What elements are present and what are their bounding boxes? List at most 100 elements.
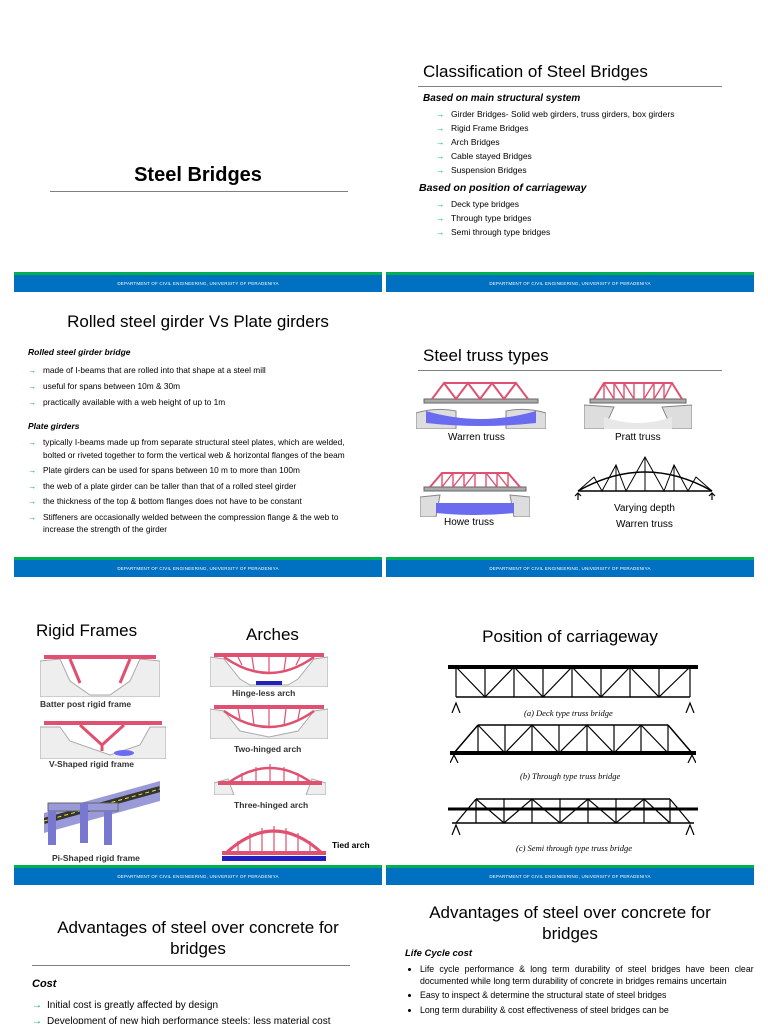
footer-band: DEPARTMENT OF CIVIL ENGINEERING, UNIVERS… <box>14 557 382 577</box>
rigid-frames-title: Rigid Frames <box>36 621 138 640</box>
list-item: Easy to inspect & determine the structur… <box>420 990 754 1002</box>
title-line2: bridges <box>542 924 598 943</box>
list-item: Cable stayed Bridges <box>436 149 674 163</box>
deck-type-truss-figure <box>448 665 698 713</box>
list-item: Semi through type bridges <box>436 225 550 239</box>
section-heading: Life Cycle cost <box>405 948 473 959</box>
slide-title: Classification of Steel Bridges <box>423 62 648 81</box>
howe-truss-figure <box>420 472 530 517</box>
section-heading: Based on main structural system <box>423 93 581 104</box>
slide-truss-types: Steel truss types Warren truss Pratt tru… <box>386 303 754 577</box>
semi-through-caption: (c) Semi through type truss bridge <box>516 841 666 859</box>
list-item: Initial cost is greatly affected by desi… <box>32 998 372 1014</box>
pratt-truss-caption: Pratt truss <box>615 432 661 443</box>
howe-truss-caption: Howe truss <box>444 517 495 528</box>
semi-through-truss-figure <box>448 798 698 836</box>
life-cycle-list: Life cycle performance & long term durab… <box>400 964 754 1016</box>
list-item: typically I-beams made up from separate … <box>28 436 368 461</box>
list-item: practically available with a web height … <box>28 394 368 410</box>
varying-depth-caption-line2: Warren truss <box>616 519 673 530</box>
pi-shaped-caption: Pi-Shaped rigid frame <box>52 853 140 863</box>
title-line1: Advantages of steel over concrete for <box>429 903 711 922</box>
svg-text:(b) Through type truss bridge: (b) Through type truss bridge <box>520 771 620 781</box>
list-item: made of I-beams that are rolled into tha… <box>28 362 368 378</box>
tied-arch-caption: Tied arch <box>332 840 370 850</box>
list-item: useful for spans between 10m & 30m <box>28 378 368 394</box>
footer-band: DEPARTMENT OF CIVIL ENGINEERING, UNIVERS… <box>14 272 382 292</box>
title-underline <box>32 965 350 966</box>
footer-text: DEPARTMENT OF CIVIL ENGINEERING, UNIVERS… <box>117 281 279 286</box>
slide-title: Advantages of steel over concrete for br… <box>14 917 382 959</box>
list-item: Suspension Bridges <box>436 163 674 177</box>
list-item: Life cycle performance & long term durab… <box>420 964 754 987</box>
footer-text: DEPARTMENT OF CIVIL ENGINEERING, UNIVERS… <box>489 566 651 571</box>
v-shaped-frame-figure <box>40 721 166 759</box>
warren-truss-figure <box>416 381 546 429</box>
title-underline <box>50 191 348 192</box>
list-item: Stiffeners are occasionally welded betwe… <box>28 511 368 536</box>
list-item: the web of a plate girder can be taller … <box>28 480 368 493</box>
list-item: Girder Bridges- Solid web girders, truss… <box>436 107 674 121</box>
footer-band: DEPARTMENT OF CIVIL ENGINEERING, UNIVERS… <box>386 865 754 885</box>
through-type-caption: (b) Through type truss bridge <box>520 769 660 787</box>
three-hinged-arch-figure <box>214 764 326 795</box>
section-heading: Based on position of carriageway <box>419 182 587 194</box>
svg-text:(a) Deck type truss bridge: (a) Deck type truss bridge <box>524 708 613 718</box>
footer-band: DEPARTMENT OF CIVIL ENGINEERING, UNIVERS… <box>14 865 382 885</box>
slide-rolled-vs-plate: Rolled steel girder Vs Plate girders Rol… <box>14 303 382 577</box>
arches-title: Arches <box>246 625 299 644</box>
list-item: Plate girders can be used for spans betw… <box>28 464 368 477</box>
varying-depth-caption-line1: Varying depth <box>614 503 675 514</box>
slide-classification: Classification of Steel Bridges Based on… <box>386 40 754 292</box>
title-line1: Advantages of steel over concrete for <box>57 918 339 937</box>
list-item: Arch Bridges <box>436 135 674 149</box>
title-underline <box>418 370 722 371</box>
two-hinged-arch-figure <box>210 705 328 739</box>
structural-system-list: Girder Bridges- Solid web girders, truss… <box>436 107 674 177</box>
through-type-caption-text: (b) Through type truss bridge <box>520 771 620 781</box>
cost-list: Initial cost is greatly affected by desi… <box>32 998 372 1024</box>
through-type-truss-figure <box>450 724 696 763</box>
semi-through-caption-text: (c) Semi through type truss bridge <box>516 843 632 853</box>
slide-title: Rolled steel girder Vs Plate girders <box>67 312 329 331</box>
footer-text: DEPARTMENT OF CIVIL ENGINEERING, UNIVERS… <box>117 874 279 879</box>
title-line2: bridges <box>170 939 226 958</box>
slide-rigid-frames-arches: Rigid Frames Arches Batter post rigid fr… <box>14 597 382 885</box>
v-shaped-caption: V-Shaped rigid frame <box>49 759 135 769</box>
svg-text:(c) Semi through type truss br: (c) Semi through type truss bridge <box>516 843 632 853</box>
hingeless-arch-figure <box>210 653 328 687</box>
list-item: Deck type bridges <box>436 197 550 211</box>
list-item: Rigid Frame Bridges <box>436 121 674 135</box>
slide-title: Position of carriageway <box>482 627 658 646</box>
varying-depth-truss-figure <box>574 455 716 500</box>
slide-advantages-cost: Advantages of steel over concrete for br… <box>14 896 382 1024</box>
footer-band: DEPARTMENT OF CIVIL ENGINEERING, UNIVERS… <box>386 557 754 577</box>
three-hinged-arch-caption: Three-hinged arch <box>234 800 309 810</box>
list-item: Long term durability & cost effectivenes… <box>420 1005 754 1017</box>
slide-title: Steel Bridges <box>134 164 262 186</box>
slide-position-carriageway: Position of carriageway (a) Deck type tr… <box>386 597 754 885</box>
pratt-truss-figure <box>584 382 692 429</box>
deck-type-caption-text: (a) Deck type truss bridge <box>524 708 613 718</box>
carriageway-list: Deck type bridges Through type bridges S… <box>436 197 550 239</box>
deck-type-caption: (a) Deck type truss bridge <box>524 706 654 724</box>
footer-text: DEPARTMENT OF CIVIL ENGINEERING, UNIVERS… <box>489 281 651 286</box>
title-underline <box>418 86 722 87</box>
tied-arch-figure <box>222 826 326 861</box>
plate-girder-list: typically I-beams made up from separate … <box>28 436 368 536</box>
section-heading: Plate girders <box>28 421 80 431</box>
batter-post-caption: Batter post rigid frame <box>40 699 132 709</box>
slide-title: Steel truss types <box>423 346 549 365</box>
slide-title: Advantages of steel over concrete for br… <box>386 902 754 944</box>
slide-steel-bridges: Steel Bridges DEPARTMENT OF CIVIL ENGINE… <box>14 40 382 292</box>
footer-band: DEPARTMENT OF CIVIL ENGINEERING, UNIVERS… <box>386 272 754 292</box>
footer-text: DEPARTMENT OF CIVIL ENGINEERING, UNIVERS… <box>489 874 651 879</box>
list-item: Development of new high performance stee… <box>32 1014 372 1024</box>
warren-truss-caption: Warren truss <box>448 432 505 443</box>
rolled-girder-list: made of I-beams that are rolled into tha… <box>28 362 368 410</box>
hingeless-arch-caption: Hinge-less arch <box>232 688 296 698</box>
two-hinged-arch-caption: Two-hinged arch <box>234 744 302 754</box>
batter-post-frame-figure <box>40 655 160 697</box>
pi-shaped-frame-figure <box>44 781 160 845</box>
varying-depth-caption: Varying depth Warren truss <box>614 501 675 533</box>
